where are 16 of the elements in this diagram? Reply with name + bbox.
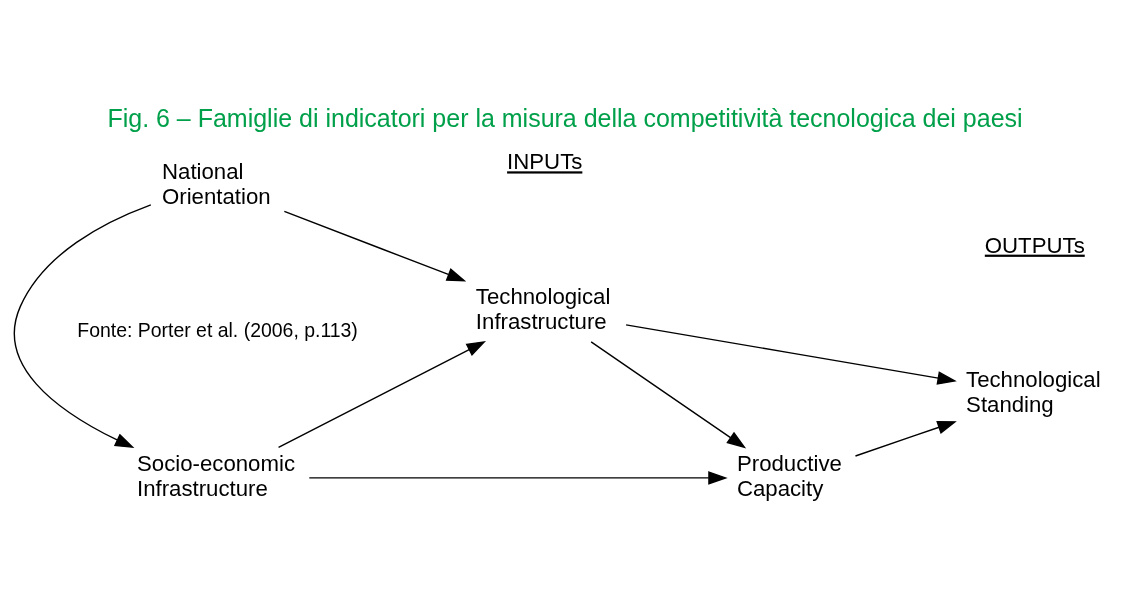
node-text: National Orientation: [162, 158, 271, 209]
arrow: [283, 210, 467, 281]
node-text: Technological Infrastructure: [475, 283, 611, 334]
arrow: [13, 203, 152, 448]
arrow: [625, 323, 957, 385]
node-text: Productive Capacity: [736, 450, 842, 501]
arrow: [590, 340, 747, 448]
arrow: [277, 340, 486, 448]
caption: Fonte: Porter et al. (2006, p.113): [77, 318, 358, 341]
node-text: Socio-economic Infrastructure: [137, 450, 295, 501]
diagram-title: Fig. 6 – Famiglie di indicatori per la misura della competitività tecnologica dei paesi: [107, 103, 1023, 132]
label: INPUTs: [507, 148, 583, 174]
node-text: Technological Standing: [966, 366, 1101, 417]
label: OUTPUTs: [984, 232, 1085, 258]
arrow: [308, 470, 728, 485]
arrow: [854, 420, 957, 457]
